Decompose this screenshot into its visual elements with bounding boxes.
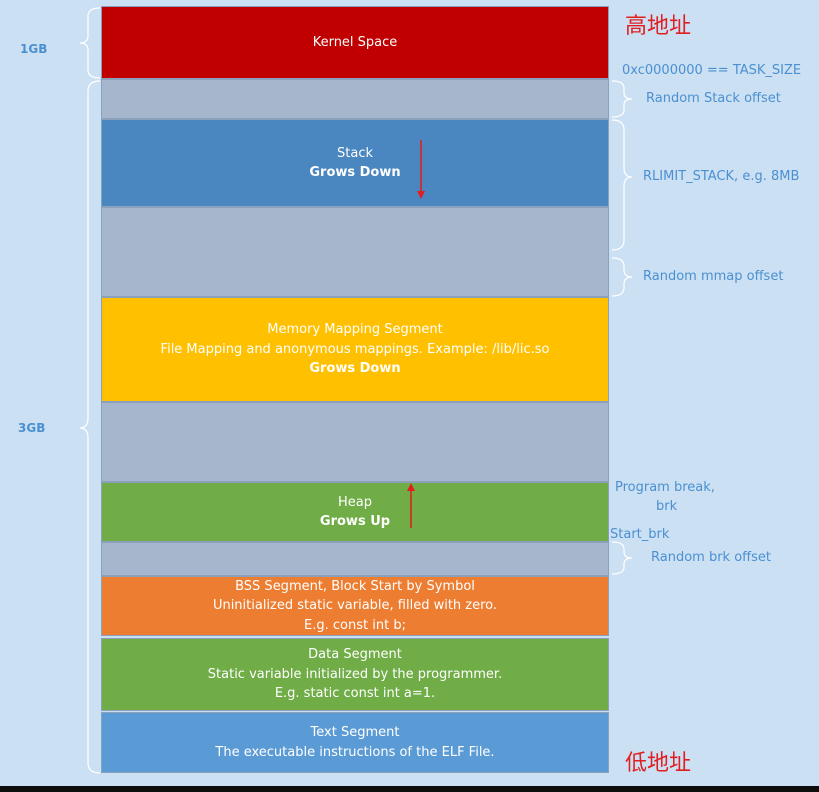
free-gap — [101, 402, 609, 482]
data-example: E.g. static const int a=1. — [274, 686, 436, 702]
size-label-1gb: 1GB — [20, 42, 48, 56]
mmap-desc: File Mapping and anonymous mappings. Exa… — [160, 341, 550, 357]
bss-desc: Uninitialized static variable, filled wi… — [212, 598, 498, 614]
random-brk-offset-label: Random brk offset — [651, 550, 771, 565]
rlimit-stack-label: RLIMIT_STACK, e.g. 8MB — [643, 169, 800, 184]
text-label: Text Segment — [310, 725, 400, 740]
size-label-3gb: 3GB — [18, 421, 46, 435]
brace-1gb — [79, 7, 101, 79]
brace-random-stack — [611, 80, 633, 118]
stack-label: Stack — [337, 145, 373, 161]
data-label: Data Segment — [308, 647, 402, 663]
high-address-label: 高地址 — [625, 14, 692, 39]
brace-random-brk — [611, 541, 633, 575]
data-desc: Static variable initialized by the progr… — [207, 666, 503, 682]
kernel-space-label: Kernel Space — [312, 34, 398, 50]
brace-3gb — [79, 80, 101, 774]
random-brk-gap — [101, 542, 609, 576]
bottom-edge-bar — [0, 786, 819, 792]
random-mmap-gap — [101, 207, 609, 297]
kernel-space-segment: Kernel Space — [101, 6, 609, 79]
memory-mapping-segment: Memory Mapping Segment File Mapping and … — [101, 297, 609, 402]
brace-rlimit-stack — [611, 119, 633, 251]
bss-example: E.g. const int b; — [304, 617, 406, 633]
text-segment: Text Segment The executable instructions… — [101, 712, 609, 773]
brk-label: brk — [656, 499, 678, 514]
task-size-label: 0xc0000000 == TASK_SIZE — [622, 63, 802, 78]
text-desc: The executable instructions of the ELF F… — [215, 744, 495, 760]
mmap-growth-label: Grows Down — [309, 361, 401, 377]
stack-growth-label: Grows Down — [309, 165, 401, 180]
low-address-label: 低地址 — [625, 751, 692, 776]
heap-segment: Heap Grows Up — [101, 482, 609, 542]
mmap-label: Memory Mapping Segment — [267, 322, 443, 338]
start-brk-label: Start_brk — [610, 527, 670, 542]
random-stack-offset-label: Random Stack offset — [646, 91, 781, 106]
heap-growth-label: Grows Up — [319, 514, 391, 529]
program-break-label: Program break, — [615, 480, 715, 495]
random-stack-gap — [101, 79, 609, 119]
bss-label: BSS Segment, Block Start by Symbol — [235, 578, 475, 594]
brace-random-mmap — [611, 257, 633, 297]
data-segment: Data Segment Static variable initialized… — [101, 638, 609, 711]
stack-segment: Stack Grows Down — [101, 119, 609, 207]
random-mmap-offset-label: Random mmap offset — [643, 269, 784, 284]
bss-segment: BSS Segment, Block Start by Symbol Unini… — [101, 576, 609, 636]
heap-label: Heap — [338, 494, 372, 510]
